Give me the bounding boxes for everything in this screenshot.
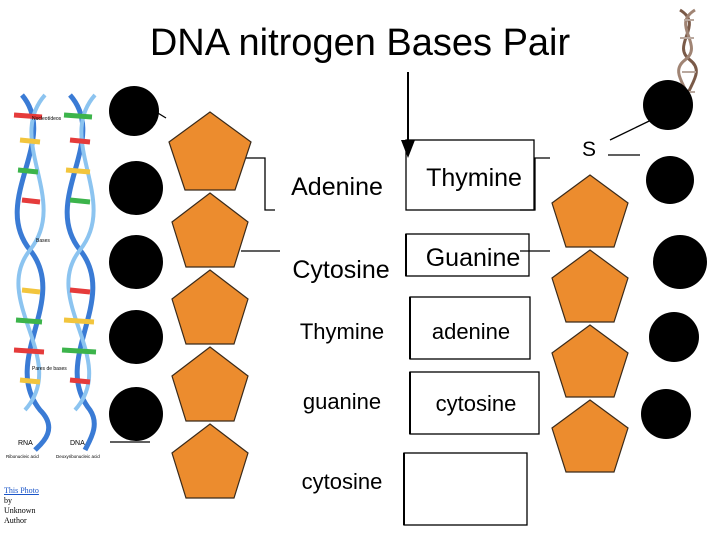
pointer-arrow-head bbox=[401, 140, 415, 158]
phosphate-left bbox=[109, 235, 163, 289]
phosphate-right-top bbox=[643, 80, 693, 130]
base-pair-boxes bbox=[403, 139, 540, 526]
base-left-2: Cytosine bbox=[292, 255, 390, 284]
base-right-2: Guanine bbox=[425, 243, 521, 272]
dna-label-dna: DNA bbox=[70, 440, 85, 447]
dna-label-base-pairs: Pares de bases bbox=[32, 366, 67, 372]
base-right-5 bbox=[406, 462, 526, 502]
sugar-column-right bbox=[551, 174, 629, 473]
phosphate-left bbox=[109, 161, 163, 215]
slide-title: DNA nitrogen Bases Pair bbox=[149, 22, 571, 64]
sugar-pentagon-right bbox=[551, 324, 629, 398]
sugar-pentagon-right bbox=[551, 249, 629, 323]
phosphate-right bbox=[649, 312, 699, 362]
base-left-3: Thymine bbox=[299, 319, 385, 344]
base-left-1: Adenine bbox=[291, 172, 383, 201]
phosphate-right bbox=[641, 389, 691, 439]
phosphate-left-top bbox=[109, 86, 159, 136]
base-left-5: cytosine bbox=[301, 469, 383, 494]
sugar-label-right: S bbox=[582, 138, 596, 161]
sugar-column-left bbox=[168, 111, 252, 499]
credit-link[interactable]: This Photo bbox=[4, 486, 39, 495]
sugar-pentagon-right bbox=[551, 174, 629, 248]
phosphate-right bbox=[646, 156, 694, 204]
phosphate-left bbox=[109, 310, 163, 364]
phosphate-right bbox=[653, 235, 707, 289]
sugar-pentagon-right bbox=[551, 399, 629, 473]
base-left-4: guanine bbox=[302, 389, 382, 414]
credit-author: Unknown Author bbox=[4, 506, 36, 525]
dna-label-rna-name: Ribonucleic acid bbox=[6, 454, 39, 459]
sugar-pentagon-left bbox=[171, 192, 249, 268]
base-right-1: Thymine bbox=[426, 163, 522, 192]
sugar-pentagon-left bbox=[171, 346, 249, 422]
sugar-pentagon-left bbox=[168, 111, 252, 191]
base-right-3: adenine bbox=[431, 319, 511, 344]
dna-helix-illustration: Nucleotídeos Bases Pares de bases RNA DN… bbox=[6, 93, 100, 459]
image-credit: This Photo by Unknown Author bbox=[4, 486, 40, 526]
dna-label-bases: Bases bbox=[36, 238, 50, 244]
phosphate-left bbox=[109, 387, 163, 441]
phosphate-column-left bbox=[109, 86, 163, 441]
credit-by: by bbox=[4, 496, 12, 505]
dna-label-rna: RNA bbox=[18, 440, 33, 447]
phosphate-column-right bbox=[641, 80, 707, 439]
sugar-pentagon-left bbox=[171, 269, 249, 345]
dna-label-dna-name: Deoxyribonucleic acid bbox=[56, 454, 100, 459]
dna-label-nucleotides: Nucleotídeos bbox=[32, 116, 62, 122]
sugar-pentagon-left bbox=[171, 423, 249, 499]
base-right-4: cytosine bbox=[435, 391, 517, 416]
